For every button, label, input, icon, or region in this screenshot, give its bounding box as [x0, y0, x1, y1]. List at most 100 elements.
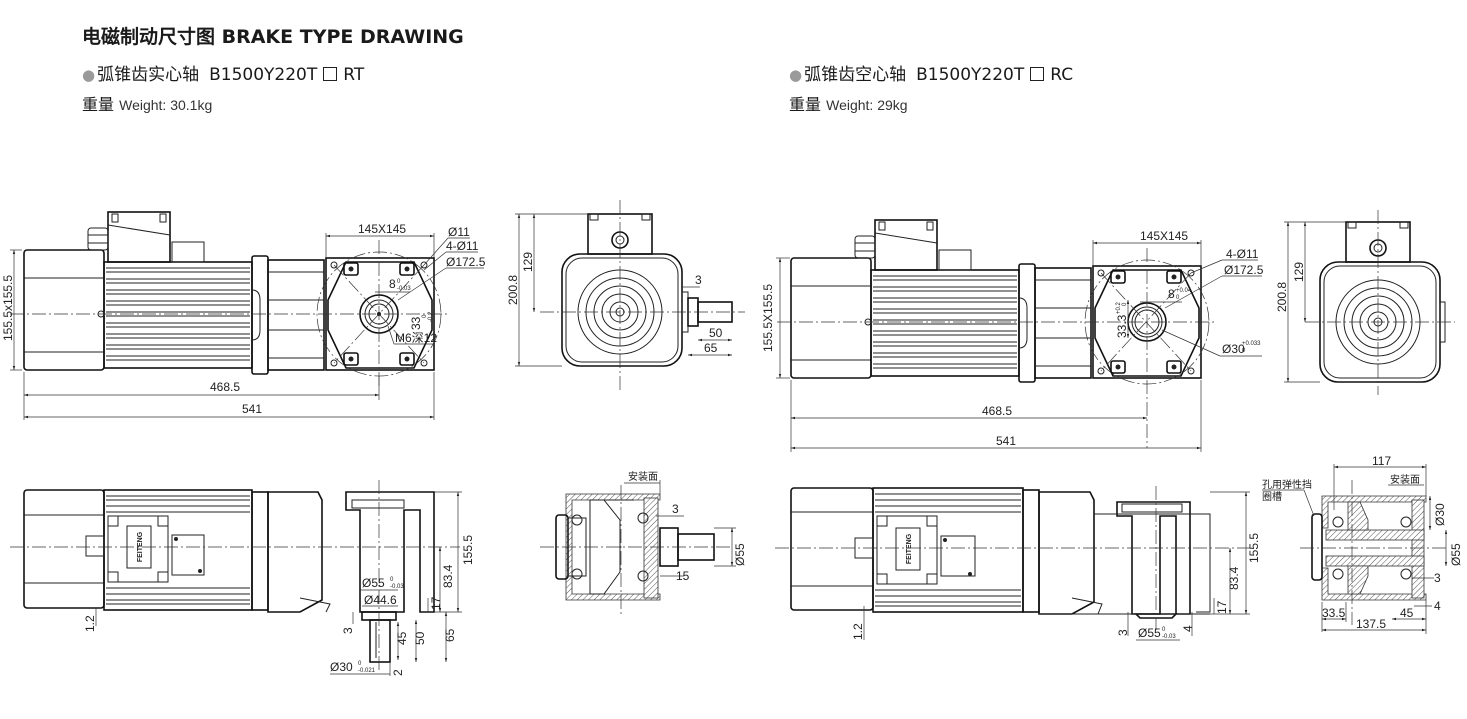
- right-end-view: 200.8 129: [1275, 210, 1455, 395]
- dim-label: 137.5: [1356, 617, 1386, 631]
- right-bottom-view: FEITENG 155.5 83.4 17 1.2 3 4 Ø55 0 -0.0…: [775, 486, 1261, 641]
- dim-label: 4-Ø11: [446, 239, 479, 253]
- right-section-view: 孔用弹性挡 圈槽 117 安装面 Ø30 Ø55 3 4 33.5 45 137…: [1262, 454, 1463, 634]
- mount-face-label: 安装面: [628, 470, 658, 483]
- dim-label: 129: [1292, 262, 1306, 282]
- bullet-icon: ●: [82, 66, 96, 84]
- tol-label: 0: [397, 279, 401, 285]
- dim-label: 33.5: [1322, 606, 1346, 620]
- dim-label: 17: [429, 596, 443, 610]
- tol-label: +0.04: [1176, 288, 1192, 294]
- left-weight: 重量 Weight: 30.1kg: [82, 91, 212, 115]
- dim-label: 3: [1434, 571, 1441, 585]
- dim-label: 3: [695, 273, 702, 287]
- dim-label: 8: [1168, 287, 1175, 301]
- dim-label: 468.5: [982, 404, 1012, 418]
- right-model-code: B1500Y220T: [916, 65, 1025, 85]
- right-weight-cn: 重量: [789, 95, 822, 114]
- dim-label: 155.5x155.5: [1, 275, 15, 341]
- dim-label: 17: [1215, 600, 1229, 614]
- dim-label: 4: [1181, 625, 1195, 632]
- dim-label: 541: [996, 434, 1016, 448]
- tol-label: +0.033: [1242, 341, 1261, 347]
- dim-label: 1.2: [851, 623, 865, 640]
- dim-label: 3: [341, 627, 355, 634]
- left-model-suffix: RT: [343, 65, 365, 85]
- dim-label: 145X145: [1140, 229, 1188, 243]
- dim-label: 8: [389, 277, 396, 291]
- dim-label: 2: [391, 669, 405, 676]
- mount-face-label: 安装面: [1390, 473, 1420, 486]
- tol-label: 0: [1122, 302, 1128, 306]
- dim-label: 45: [395, 631, 409, 645]
- brand-logo: FEITENG: [137, 531, 144, 562]
- left-side-view: 155.5x155.5 145X145 Ø11 4-Ø11 Ø172.5 8 0…: [1, 211, 486, 420]
- right-model-line: ●弧锥齿空心轴 B1500Y220T RC: [789, 60, 1073, 85]
- dim-label: 50: [709, 326, 723, 340]
- right-model-suffix: RC: [1050, 65, 1074, 85]
- dim-label: 468.5: [210, 380, 240, 394]
- left-bottom-view: FEITENG 155.5 83.4 17 1.2 Ø55 0 -0.03 Ø4…: [10, 480, 475, 676]
- tol-label: +0.2: [1116, 301, 1122, 314]
- dim-label: 117: [1372, 454, 1391, 468]
- right-model-cn: 弧锥齿空心轴: [804, 65, 907, 85]
- tol-label: -0.03: [1162, 634, 1176, 640]
- right-weight: 重量 Weight: 29kg: [789, 91, 908, 115]
- tol-label: 0: [1176, 295, 1180, 301]
- dim-label: Ø172.5: [446, 255, 486, 269]
- dim-label: Ø30: [1433, 503, 1447, 526]
- dim-label: Ø55: [1449, 543, 1463, 566]
- tol-label: 0: [422, 314, 428, 318]
- dim-label: 3: [1116, 629, 1130, 636]
- dim-label: 541: [242, 402, 262, 416]
- brand-logo: FEITENG: [906, 533, 913, 564]
- dim-label: 50: [413, 631, 427, 645]
- left-weight-cn: 重量: [82, 95, 115, 114]
- dim-label: 200.8: [1275, 282, 1289, 312]
- dim-label: 45: [1400, 606, 1414, 620]
- dim-label: Ø30: [1222, 342, 1245, 356]
- dim-label: Ø55: [1138, 626, 1161, 640]
- dim-label: 65: [443, 628, 457, 642]
- tol-label: -0.2: [428, 311, 434, 322]
- left-section-view: 安装面 3 15 Ø55: [540, 470, 747, 615]
- dim-label: 129: [521, 252, 535, 272]
- drawing-title: 电磁制动尺寸图 BRAKE TYPE DRAWING: [82, 26, 464, 48]
- tol-label: -0.03: [397, 286, 411, 292]
- dim-label: 33.3: [1115, 314, 1129, 338]
- bullet-icon: ●: [789, 66, 803, 84]
- dim-label: M6深12: [395, 331, 437, 345]
- left-end-view: 200.8 129 3 50 65: [506, 200, 745, 390]
- dim-label: 3: [672, 502, 679, 516]
- dim-label: Ø172.5: [1224, 263, 1264, 277]
- dim-label: Ø30: [330, 660, 353, 674]
- right-side-view: [777, 219, 1217, 448]
- dim-label: 83.4: [1227, 566, 1241, 590]
- right-weight-en: Weight: 29kg: [826, 97, 908, 113]
- checkbox-square-icon: [323, 67, 338, 81]
- dim-label: 4: [1434, 599, 1441, 613]
- circlip-note-line2: 圈槽: [1262, 490, 1282, 503]
- tol-label: -0.03: [390, 584, 404, 590]
- dim-label: 1.2: [83, 615, 97, 632]
- dim-label: 83.4: [441, 564, 455, 588]
- tol-label: 0: [1162, 627, 1166, 633]
- dim-label: 155.5: [1247, 533, 1261, 563]
- dim-label: 33: [409, 316, 423, 330]
- dim-label: 200.8: [506, 275, 520, 305]
- tol-label: 0: [1242, 348, 1246, 354]
- right-side-dims: 155.5X155.5 145X145 4-Ø11 Ø172.5 8 +0.04…: [761, 229, 1264, 452]
- tol-label: 0: [390, 577, 394, 583]
- tol-label: 0: [358, 661, 362, 667]
- circlip-note-line1: 孔用弹性挡: [1262, 478, 1312, 491]
- dim-label: Ø55: [733, 543, 747, 566]
- checkbox-square-icon: [1030, 67, 1045, 81]
- dim-label: 15: [676, 569, 690, 583]
- dim-label: 155.5X155.5: [761, 284, 775, 352]
- dim-label: Ø11: [448, 225, 470, 239]
- dim-label: Ø44.6: [364, 593, 397, 607]
- dim-label: 155.5: [461, 535, 475, 565]
- left-weight-en: Weight: 30.1kg: [119, 97, 213, 113]
